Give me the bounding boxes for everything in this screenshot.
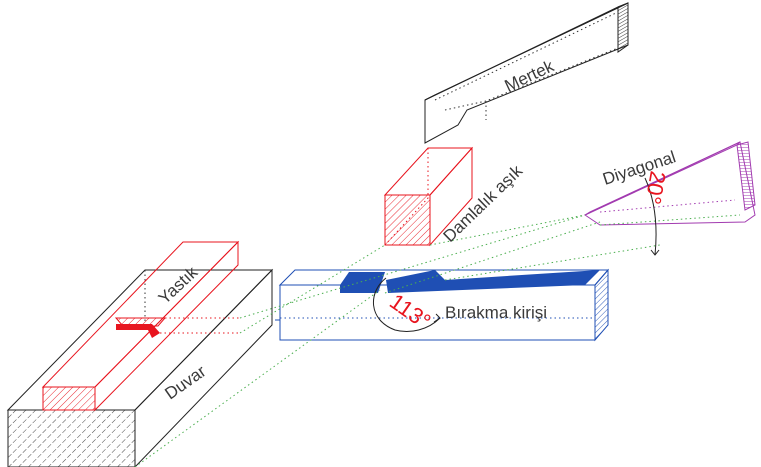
label-yastik: Yastık [155, 262, 202, 308]
guide-lines [134, 214, 741, 467]
label-birakma-kirisi: Bırakma kirişi [445, 303, 547, 322]
diagonal-diyagonal [583, 141, 756, 226]
label-mertek: Mertek [502, 56, 558, 95]
rafter-mertek [424, 2, 629, 144]
angle-label-20: 20° [640, 169, 670, 206]
angle-label-113: 113° [385, 289, 435, 335]
beam-birakma-kirisi [275, 268, 610, 342]
wall-duvar [6, 268, 274, 467]
angle-arc-113 [372, 277, 441, 332]
pad-yastik [41, 240, 240, 412]
angle-arc-20 [644, 177, 660, 256]
label-damlalik-asik: Damlalık aşık [440, 161, 527, 246]
